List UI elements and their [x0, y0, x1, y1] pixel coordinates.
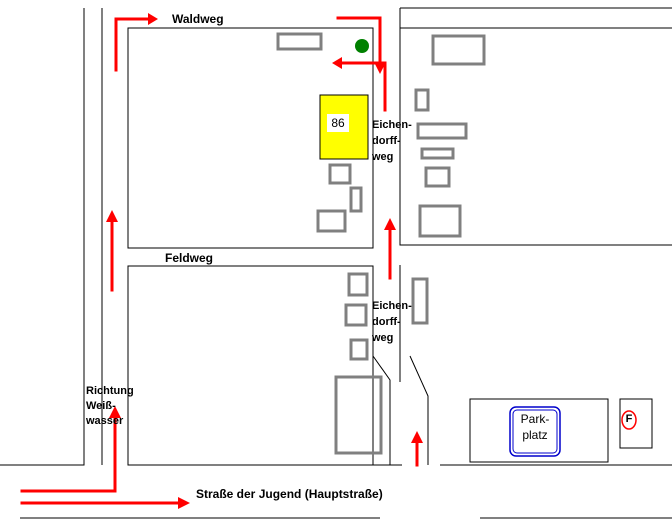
route-arrow-icon	[411, 431, 423, 443]
tree-icon	[355, 39, 369, 53]
arrow-heads	[106, 13, 423, 509]
route-arrow-icon	[336, 16, 382, 64]
building	[276, 32, 323, 51]
route-arrow-icon	[148, 13, 158, 25]
building	[347, 272, 369, 297]
route-arrow-icon	[178, 497, 190, 509]
fire-area-outline	[619, 398, 653, 449]
building	[416, 122, 468, 140]
block-bottom-left	[127, 265, 374, 466]
direction-label: Richtung Weiß-wasser	[86, 385, 134, 427]
block-top-left	[127, 27, 374, 249]
buildings	[276, 32, 486, 455]
road-line-right-edge	[399, 8, 672, 382]
road-curve	[372, 355, 429, 465]
street-label-waldweg: Waldweg	[172, 12, 224, 26]
road-line-left-outer	[0, 8, 85, 466]
building	[349, 186, 363, 213]
building	[420, 147, 455, 160]
building	[414, 88, 430, 112]
street-label-hauptstrasse: Straße der Jugend (Hauptstraße)	[196, 487, 383, 501]
house-number: 86	[331, 116, 345, 130]
route-arrow-icon	[384, 218, 396, 230]
building	[411, 277, 429, 325]
route-arrow-icon	[332, 57, 342, 69]
parking-sign-icon	[509, 406, 561, 457]
building	[344, 303, 368, 327]
building	[418, 204, 462, 238]
route-arrows	[20, 16, 419, 505]
house-number-plate	[327, 114, 349, 132]
route-arrow-icon	[109, 406, 121, 418]
building	[328, 163, 352, 185]
route-arrow-icon	[114, 17, 150, 72]
route-arrow-icon	[106, 210, 118, 222]
blocks	[127, 27, 653, 466]
building	[316, 209, 347, 233]
building	[349, 338, 369, 361]
street-label-eichendorffweg-lower: Eichen-dorff-weg	[372, 300, 412, 344]
building	[424, 166, 451, 188]
parking-area-outline	[469, 398, 609, 463]
street-label-eichendorffweg-upper: Eichen-dorff-weg	[372, 119, 412, 163]
building	[334, 375, 383, 455]
route-arrow-icon	[374, 62, 386, 74]
road-line-top-inner	[400, 7, 672, 29]
fire-symbol-label: F	[625, 413, 633, 425]
parking-label: Park-platz	[520, 412, 550, 442]
fire-hydrant-icon	[621, 410, 637, 430]
building	[431, 34, 486, 66]
street-label-feldweg: Feldweg	[165, 251, 214, 265]
